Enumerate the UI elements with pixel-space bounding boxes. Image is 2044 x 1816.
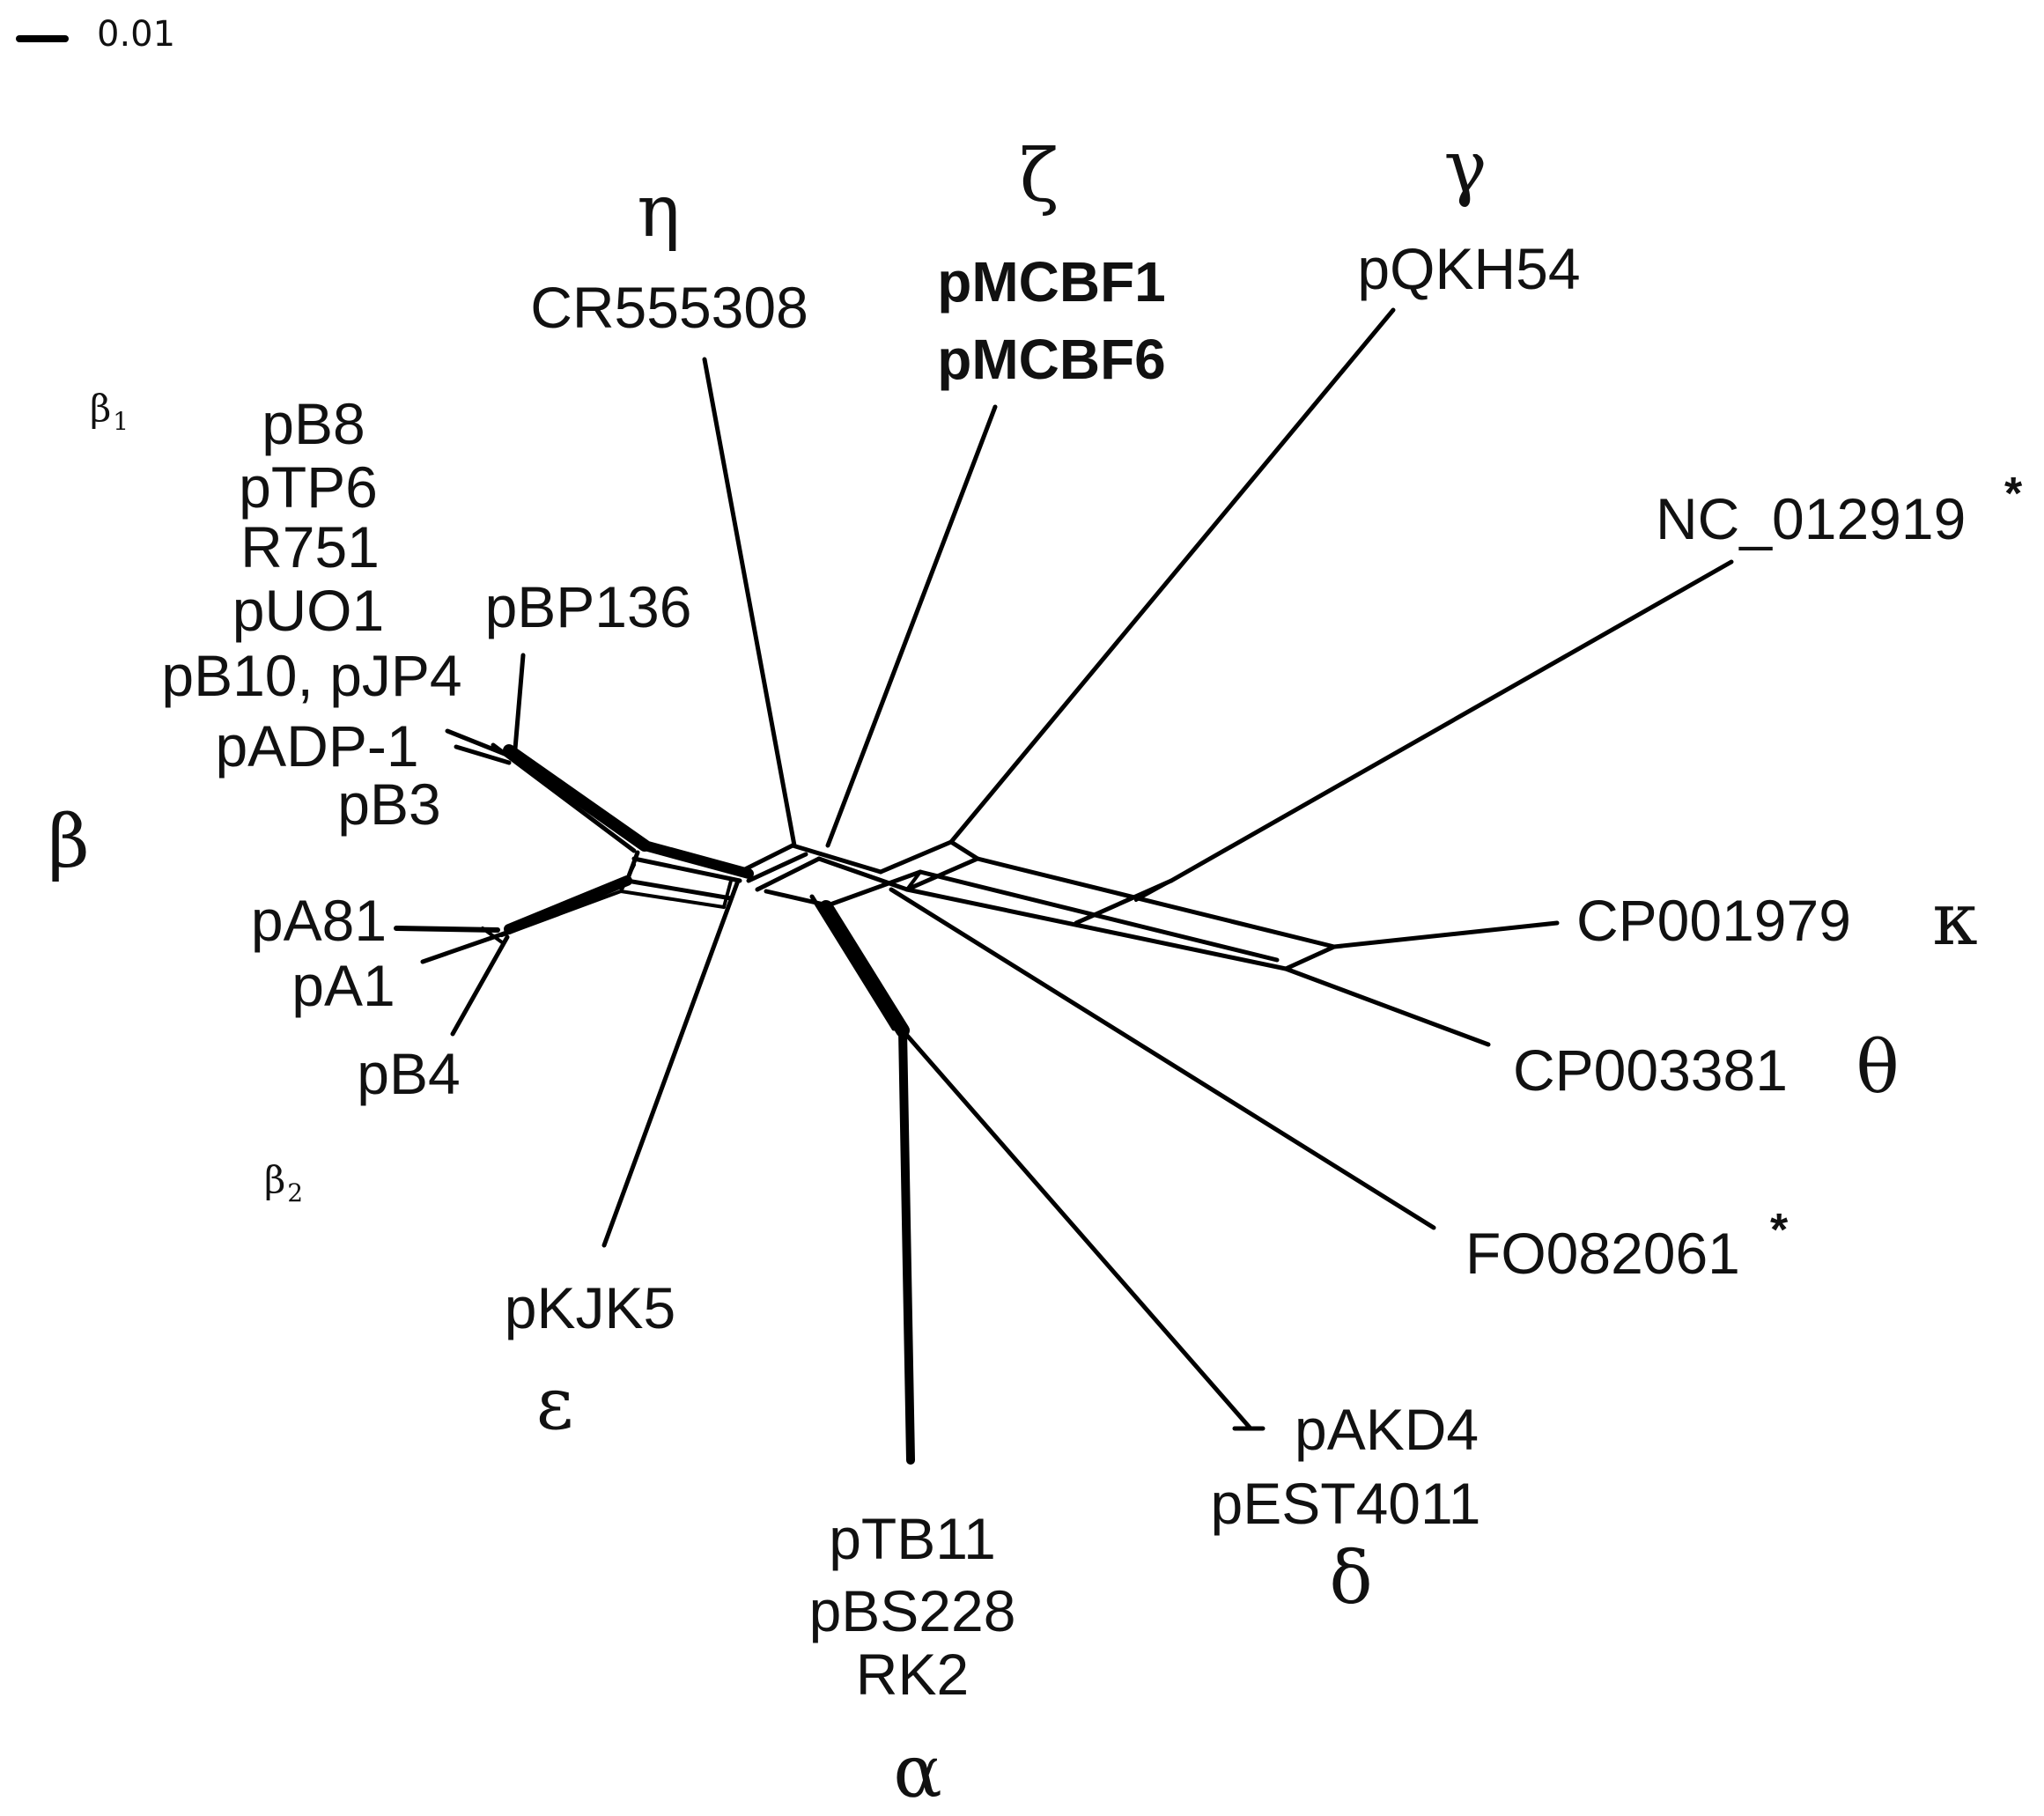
taxon-nc012919: NC_012919: [1656, 486, 1966, 551]
edge-beta-trunk-parallel: [491, 742, 637, 853]
group-label-zeta: ζ: [1020, 135, 1059, 218]
taxon-puo1: pUO1: [232, 578, 384, 643]
edge-center-5: [816, 856, 910, 892]
edge-beta-to-center: [639, 840, 754, 879]
edge-alpha-tip: [898, 1026, 915, 1465]
edge-pbp136: [512, 653, 526, 762]
edge-fo082061: [889, 887, 1436, 1230]
taxon-ptb11: pTB11: [829, 1506, 996, 1571]
edge-pa81-box: [481, 926, 504, 944]
edge-center-8: [878, 839, 954, 875]
group-label-gamma: γ: [1443, 126, 1487, 210]
taxon-padp1: pADP-1: [215, 713, 418, 779]
taxon-cp001979: CP001979: [1576, 888, 1851, 953]
edge-center-10: [948, 839, 980, 861]
edge-beta2-rung-2: [619, 863, 636, 893]
edge-cp003381: [1283, 966, 1491, 1047]
edge-zeta: [825, 404, 998, 848]
taxon-pbp136: pBP136: [485, 574, 692, 639]
edge-alpha-trunk: [819, 900, 910, 1037]
edge-alpha-trunk-2: [809, 894, 897, 1031]
asterisk-nc012919: *: [2004, 469, 2023, 520]
taxon-pa1: pA1: [291, 953, 395, 1018]
taxon-pmcbf1: pMCBF1: [937, 250, 1166, 314]
group-label-beta1: β1: [90, 387, 129, 436]
taxon-pkjk5: pKJK5: [505, 1275, 675, 1340]
edge-nc012919: [1169, 559, 1734, 883]
edge-beta2-box-right: [722, 879, 733, 909]
edge-beta2-trunk-2: [500, 890, 623, 937]
group-label-alpha: α: [893, 1731, 941, 1814]
edge-beta2-box-bottom: [619, 890, 726, 909]
edge-center-3: [755, 856, 822, 892]
edge-delta: [900, 1028, 1253, 1431]
group-label-delta: δ: [1329, 1537, 1372, 1620]
taxon-pb10-pjp4: pB10, pJP4: [161, 643, 461, 708]
group-label-eta: η: [637, 170, 680, 254]
group-label-beta2: β2: [264, 1158, 303, 1207]
edge-kt-box-top: [975, 856, 1337, 949]
taxon-pqkh54: pQKH54: [1357, 236, 1580, 301]
edge-center-11: [905, 870, 922, 891]
taxon-pb8: pB8: [262, 391, 365, 456]
edge-pa81: [394, 926, 500, 933]
group-label-epsilon: ε: [536, 1362, 573, 1446]
edge-cr555308: [702, 357, 797, 848]
edge-center-1: [737, 843, 795, 875]
taxon-pbs228: pBS228: [809, 1578, 1016, 1643]
group-label-kappa: κ: [1932, 878, 1977, 962]
edge-center-2: [746, 852, 808, 883]
taxon-pest4011: pEST4011: [1211, 1471, 1481, 1536]
edge-center-4: [790, 843, 883, 875]
edge-pkjk5: [601, 878, 741, 1248]
taxon-pb3: pB3: [337, 771, 440, 837]
edge-cp001979: [1332, 920, 1560, 949]
taxon-pb4: pB4: [357, 1041, 460, 1106]
taxon-rk2: RK2: [856, 1642, 969, 1707]
taxon-pakd4: pAKD4: [1295, 1397, 1479, 1462]
taxon-cp003381: CP003381: [1513, 1037, 1788, 1103]
group-label-beta: β: [48, 801, 89, 884]
edge-nc-box-2: [1134, 879, 1173, 902]
edge-beta2-box-top: [624, 878, 734, 901]
taxon-ptp6: pTP6: [239, 454, 378, 520]
edge-beta-trunk: [503, 744, 651, 852]
edge-pb4: [450, 934, 510, 1037]
edge-kt-box-right: [1283, 944, 1337, 971]
edge-pqkh54: [948, 307, 1396, 845]
edge-pb3: [454, 744, 512, 765]
edge-beta2-trunk: [504, 875, 632, 934]
network-edges: [394, 307, 1734, 1465]
taxon-pa81: pA81: [251, 888, 387, 953]
edge-padp1: [445, 728, 512, 758]
edge-center-7: [825, 869, 923, 908]
taxon-r751: R751: [240, 514, 380, 579]
group-label-theta: θ: [1856, 1026, 1899, 1110]
edge-kt-box-mid: [918, 869, 1280, 963]
edge-kt-box-bottom: [904, 887, 1288, 971]
edge-center-9: [904, 856, 980, 892]
asterisk-fo082061: *: [1770, 1205, 1789, 1256]
scale-bar-label: 0.01: [97, 14, 175, 55]
taxon-cr555308: CR555308: [530, 275, 808, 340]
taxon-fo082061: FO082061: [1465, 1221, 1740, 1286]
taxon-pmcbf6: pMCBF6: [937, 328, 1166, 391]
edge-beta-to-center-2: [631, 856, 742, 883]
